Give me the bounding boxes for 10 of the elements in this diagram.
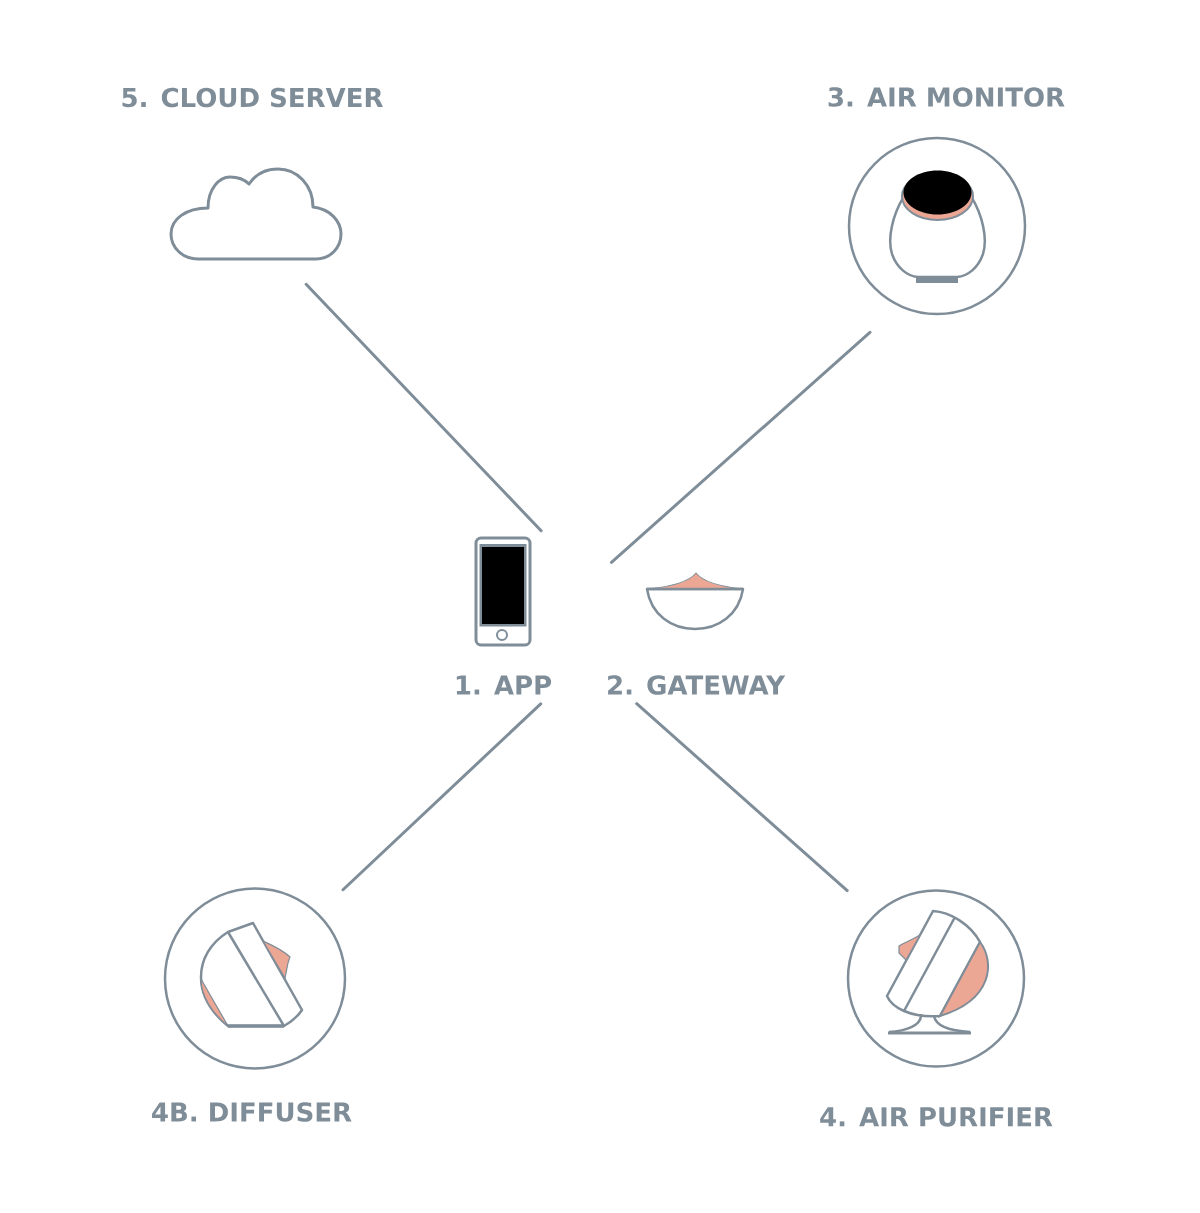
node-label: 3. AIR MONITOR	[828, 87, 1065, 107]
node-label: 1. APP	[456, 675, 552, 695]
connector-line	[304, 282, 543, 533]
node-label: 2. GATEWAY	[608, 675, 786, 695]
node-label: 4. AIR PURIFIER	[820, 1107, 1053, 1127]
connector-line	[609, 330, 872, 564]
connector-line	[341, 702, 543, 892]
node-label: 4B. DIFFUSER	[152, 1102, 352, 1122]
node-label: 5. CLOUD SERVER	[122, 87, 383, 108]
connector-line	[635, 702, 849, 893]
